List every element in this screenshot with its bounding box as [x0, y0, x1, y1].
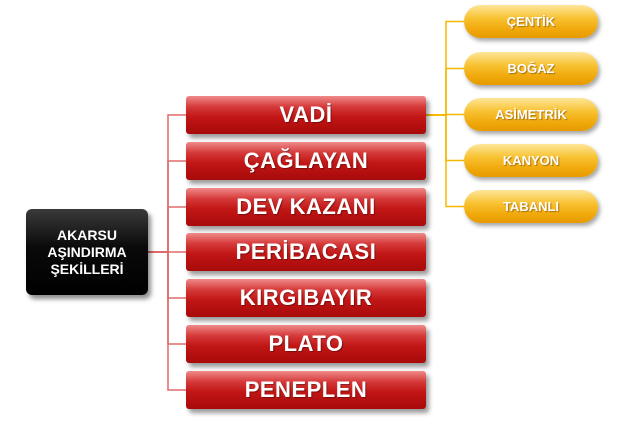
sub-node-centik: ÇENTİK — [464, 5, 598, 38]
connector-vadi-to-tabanli — [426, 114, 464, 208]
sub-node-kanyon: KANYON — [464, 144, 598, 177]
main-node-dev-kazani: DEV KAZANI — [186, 188, 426, 226]
root-label-line-1: AKARSU — [57, 226, 117, 243]
main-node-kirgibayir: KIRGIBAYIR — [186, 279, 426, 317]
sub-node-bogaz: BOĞAZ — [464, 52, 598, 85]
connector-vadi-to-kanyon — [426, 114, 464, 162]
sub-node-tabanli: TABANLI — [464, 190, 598, 223]
connector-vadi-to-bogaz — [426, 67, 464, 116]
main-node-caglayan: ÇAĞLAYAN — [186, 142, 426, 180]
connector-root-to-peneplen — [148, 251, 186, 391]
main-node-plato: PLATO — [186, 325, 426, 363]
main-node-peneplen: PENEPLEN — [186, 371, 426, 409]
sub-node-asimetrik: ASİMETRİK — [464, 98, 598, 131]
main-node-vadi: VADİ — [186, 96, 426, 134]
connector-root-to-kirgibayir — [148, 251, 186, 299]
root-label-line-2: AŞINDIRMA — [47, 243, 127, 260]
root-label-line-3: ŞEKİLLERİ — [50, 260, 124, 277]
root-node: AKARSU AŞINDIRMA ŞEKİLLERİ — [26, 209, 148, 295]
connector-root-to-dev-kazani — [148, 206, 186, 253]
connector-root-to-vadi — [148, 114, 186, 253]
main-node-peribacasi: PERİBACASI — [186, 233, 426, 271]
